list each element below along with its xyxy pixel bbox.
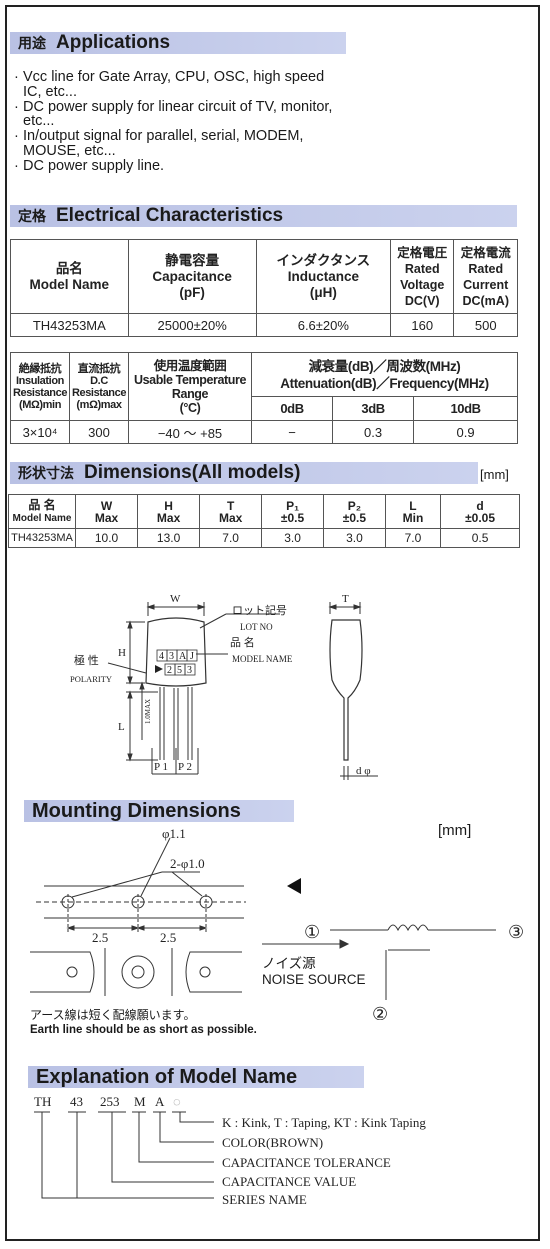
label-l: L [118, 721, 125, 733]
label-dim1: 2.5 [92, 930, 108, 945]
label-lot-jp: ロット記号 [232, 603, 287, 617]
label-series-name: SERIES NAME [222, 1192, 307, 1207]
mounting-unit: [mm] [438, 822, 472, 839]
direction-marker [287, 878, 301, 894]
model-name-title: Explanation of Model Name [36, 1066, 298, 1088]
code-color: A [155, 1094, 165, 1109]
col-p2: P₂±0.5 [323, 494, 386, 529]
component-drawing: 4 3 A J 2 5 3 W H L 1.0MAX P 1 P 2 ロット記号… [70, 593, 378, 780]
label-capacitance-value: CAPACITANCE VALUE [222, 1174, 356, 1189]
electrical-title-jp: 定格 [18, 208, 46, 224]
marking-char: J [190, 651, 194, 662]
noise-source-en: NOISE SOURCE [262, 972, 366, 987]
earth-note-jp: アース線は短く配線願います。 [30, 1008, 196, 1022]
label-polarity-en: POLARITY [70, 674, 112, 684]
label-p1: P 1 [154, 761, 168, 773]
code-lead-form: ◌ [173, 1094, 181, 1109]
list-item: ·Vcc line for Gate Array, CPU, OSC, high… [14, 69, 325, 100]
col-10db: 10dB [413, 396, 518, 421]
mounting-drawing: φ1.1 2-φ1.0 2.5 2.5 ① ③ ② [30, 826, 524, 1020]
dimensions-unit: [mm] [480, 467, 509, 482]
terminal-2: ② [372, 1004, 388, 1020]
marking-char: 3 [169, 651, 174, 662]
label-phi2: 2-φ1.0 [170, 856, 205, 871]
code-series: TH [34, 1094, 51, 1109]
applications-title-en: Applications [56, 32, 171, 53]
label-color: COLOR(BROWN) [222, 1135, 323, 1150]
code-capacitance-value-1: 43 [70, 1094, 83, 1109]
electrical-title-en: Electrical Characteristics [56, 205, 284, 226]
col-p1: P₁±0.5 [261, 494, 324, 529]
applications-header: 用途 Applications [10, 32, 346, 54]
page-frame [5, 5, 540, 1241]
col-0db: 0dB [250, 396, 334, 421]
code-capacitance-value-2: 253 [100, 1094, 120, 1109]
label-lot-en: LOT NO [240, 622, 273, 632]
electrical-header: 定格 Electrical Characteristics [10, 205, 517, 227]
marking-char: 3 [187, 665, 192, 676]
code-tolerance: M [134, 1094, 146, 1109]
noise-source-jp: ノイズ源 [262, 956, 316, 971]
label-t: T [342, 593, 349, 605]
terminal-1: ① [304, 922, 320, 942]
col-d: d±0.05 [440, 494, 520, 529]
model-name-diagram: TH 43 253 M A ◌ K : Kink, T : Taping, KT… [34, 1094, 426, 1207]
list-item: ·In/output signal for parallel, serial, … [14, 128, 304, 159]
label-model-en: MODEL NAME [232, 654, 293, 664]
col-3db: 3dB [332, 396, 415, 421]
col-attenuation: 減衰量(dB)／周波数(MHz)Attenuation(dB)／Frequenc… [251, 352, 518, 397]
list-item: ·DC power supply line. [14, 157, 165, 174]
applications-title-jp: 用途 [18, 35, 46, 51]
mounting-title: Mounting Dimensions [32, 800, 241, 822]
applications-list: ·Vcc line for Gate Array, CPU, OSC, high… [14, 70, 344, 174]
label-p2: P 2 [178, 761, 192, 773]
label-h: H [118, 647, 126, 659]
dimensions-title-en: Dimensions(All models) [84, 462, 301, 483]
label-lead-form: K : Kink, T : Taping, KT : Kink Taping [222, 1115, 426, 1130]
label-d-phi: d φ [356, 765, 371, 777]
label-model-jp: 品 名 [230, 635, 255, 649]
marking-char: 2 [167, 665, 172, 676]
marking-char: A [179, 651, 187, 662]
label-polarity-jp: 極 性 [74, 653, 99, 667]
table-row: TH43253MA 25000±20% 6.6±20% 160 500 [10, 313, 518, 337]
label-max: 1.0MAX [144, 699, 152, 724]
label-dim2: 2.5 [160, 930, 176, 945]
list-item: ·DC power supply for linear circuit of T… [14, 98, 333, 130]
model-name-header: Explanation of Model Name [28, 1066, 364, 1088]
dimensions-header: 形状寸法 Dimensions(All models) [10, 462, 478, 484]
table-row: TH43253MA 10.0 13.0 7.0 3.0 3.0 7.0 0.5 [8, 528, 520, 548]
earth-note-en: Earth line should be as short as possibl… [30, 1024, 257, 1036]
marking-char: 5 [177, 665, 182, 676]
marking-char: 4 [159, 651, 164, 662]
terminal-3: ③ [508, 922, 524, 942]
mounting-header: Mounting Dimensions [24, 800, 294, 822]
label-phi1: φ1.1 [162, 826, 186, 841]
table-row: 3×10⁴ 300 −40 〜 +85 − 0.3 0.9 [10, 420, 518, 444]
label-w: W [170, 593, 181, 605]
label-tolerance: CAPACITANCE TOLERANCE [222, 1155, 391, 1170]
dimensions-title-jp: 形状寸法 [18, 465, 74, 481]
